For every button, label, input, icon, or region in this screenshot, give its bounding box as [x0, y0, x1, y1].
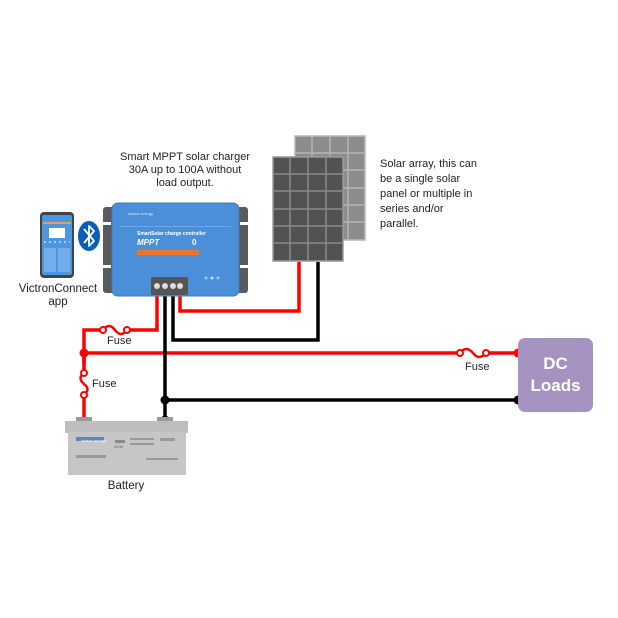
app-label-line: app: [48, 296, 68, 308]
fuse-top-symbol: [99, 324, 131, 336]
junction-negative: [160, 395, 170, 405]
battery-positive-wire-left: [82, 328, 103, 365]
solar-description-line: series and/or: [380, 203, 444, 215]
solar-description-line: be a single solar: [380, 173, 461, 185]
solar-description-line: Solar array, this can: [380, 158, 478, 170]
solar-array-description: Solar array, this can be a single solar …: [380, 157, 500, 232]
app-label-line: VictronConnect: [18, 283, 98, 295]
pv-negative-wire: [171, 262, 320, 342]
fuse-right-label: Fuse: [465, 361, 490, 373]
fuse-left-symbol: [79, 369, 89, 399]
controller-brand: victron energy: [128, 211, 154, 216]
controller-orange-bar: [137, 250, 199, 255]
dc-loads-line: DC: [543, 354, 568, 373]
charger-description: Smart MPPT solar charger 30A up to 100A …: [110, 151, 260, 190]
dc-loads-box: DC Loads: [518, 338, 593, 412]
solar-description-line: parallel.: [380, 218, 419, 230]
controller-model: MPPT: [137, 238, 160, 247]
battery-icon: [65, 417, 188, 475]
app-label: VictronConnect app: [10, 283, 106, 309]
charger-description-line: 30A up to 100A without: [128, 164, 242, 176]
battery-label: Battery: [107, 480, 145, 492]
battery-positive-wire: [130, 292, 159, 332]
battery-type: AGM: [114, 444, 124, 449]
fuse-left-label: Fuse: [92, 378, 117, 390]
controller-model-line: SmartSolar charge controller: [137, 231, 206, 237]
battery-brand: victron energy: [81, 438, 107, 443]
dc-loads-line: Loads: [530, 376, 581, 395]
mppt-controller: [103, 202, 248, 297]
charger-description-line: load output.: [156, 177, 214, 189]
smartphone-icon: [40, 212, 74, 278]
bluetooth-icon: [78, 221, 100, 251]
fuse-top-label: Fuse: [107, 335, 132, 347]
charger-description-line: Smart MPPT solar charger: [119, 151, 250, 163]
solar-description-line: panel or multiple in: [380, 188, 473, 200]
controller-indicator: 0: [192, 238, 197, 247]
pv-positive-wire: [178, 262, 301, 313]
fuse-right-symbol: [456, 347, 490, 359]
solar-panel-front: [272, 156, 344, 262]
